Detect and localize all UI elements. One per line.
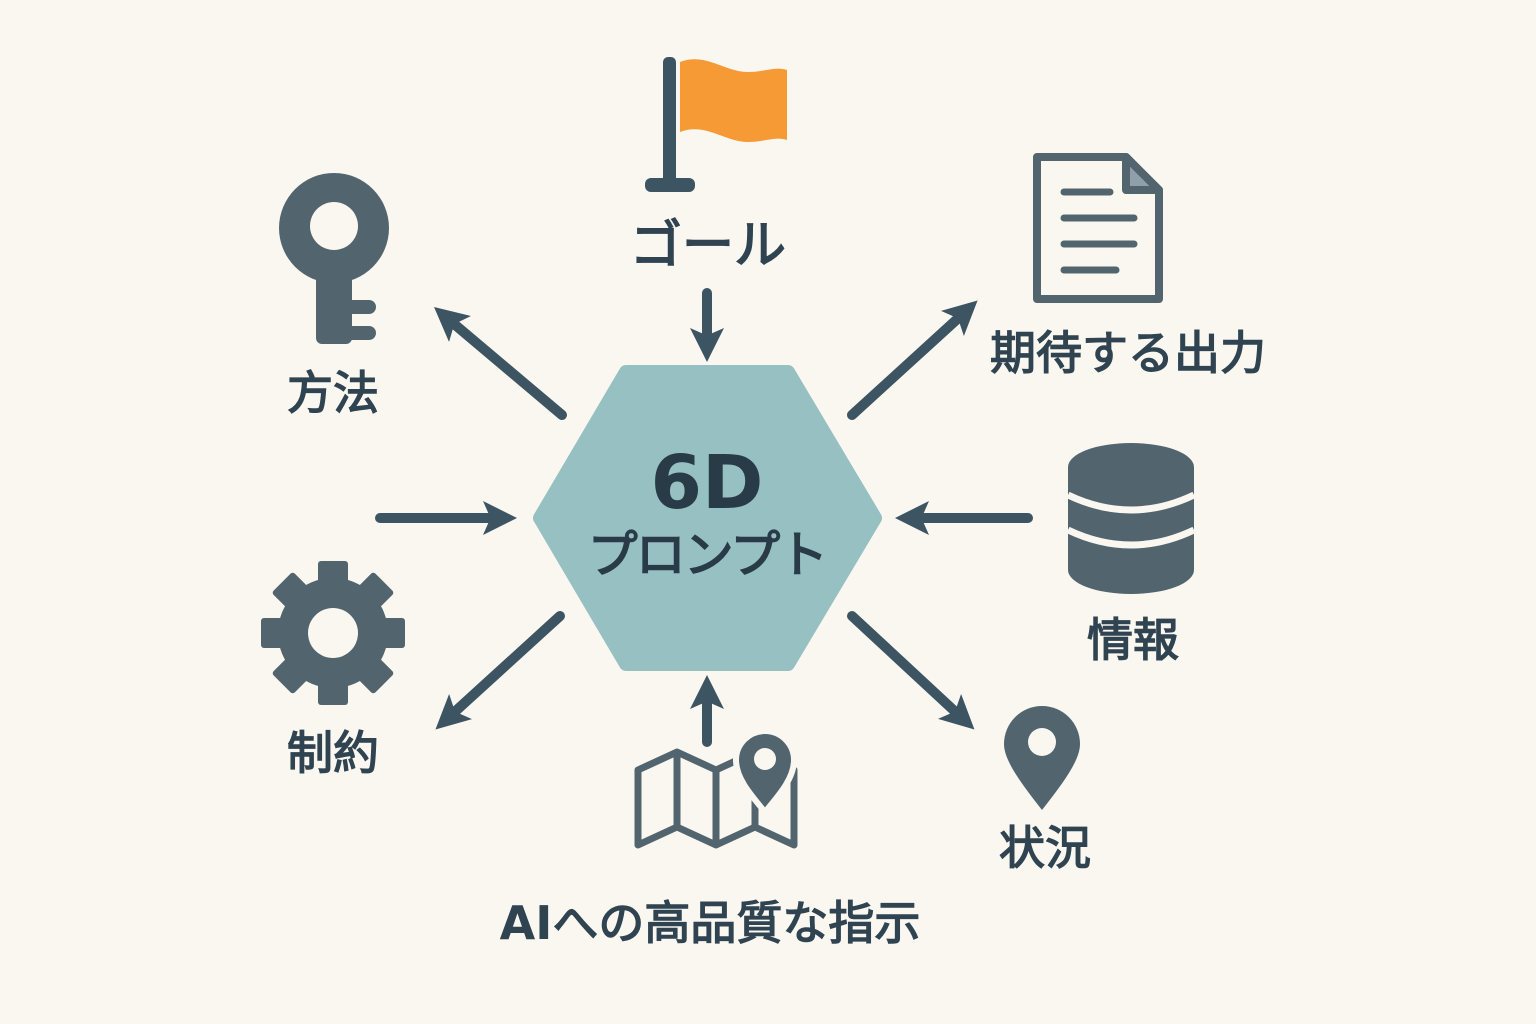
center-title: 6D	[650, 440, 764, 526]
document-icon	[1033, 153, 1163, 303]
arrow-center-to-constraints	[435, 611, 565, 730]
arrow-center-to-output	[847, 300, 978, 420]
arrow-center-to-situation	[847, 611, 975, 730]
gear-icon	[261, 561, 405, 705]
map-icon	[634, 728, 798, 849]
method-label: 方法	[287, 366, 379, 420]
footer-label: AIへの高品質な指示	[499, 896, 921, 950]
information-label: 情報	[1087, 613, 1179, 667]
center-subtitle: プロンプト	[587, 526, 829, 584]
flag-icon	[645, 57, 787, 192]
arrow-center-to-method	[434, 307, 567, 420]
location-pin-icon	[1004, 706, 1080, 810]
goal-label: ゴール	[629, 216, 786, 276]
database-icon	[1066, 443, 1196, 594]
constraints-label: 制約	[287, 726, 379, 780]
situation-label: 状況	[999, 821, 1091, 875]
center-hexagon	[533, 365, 882, 671]
expected-output-label: 期待する出力	[990, 326, 1266, 380]
key-icon	[279, 173, 389, 344]
